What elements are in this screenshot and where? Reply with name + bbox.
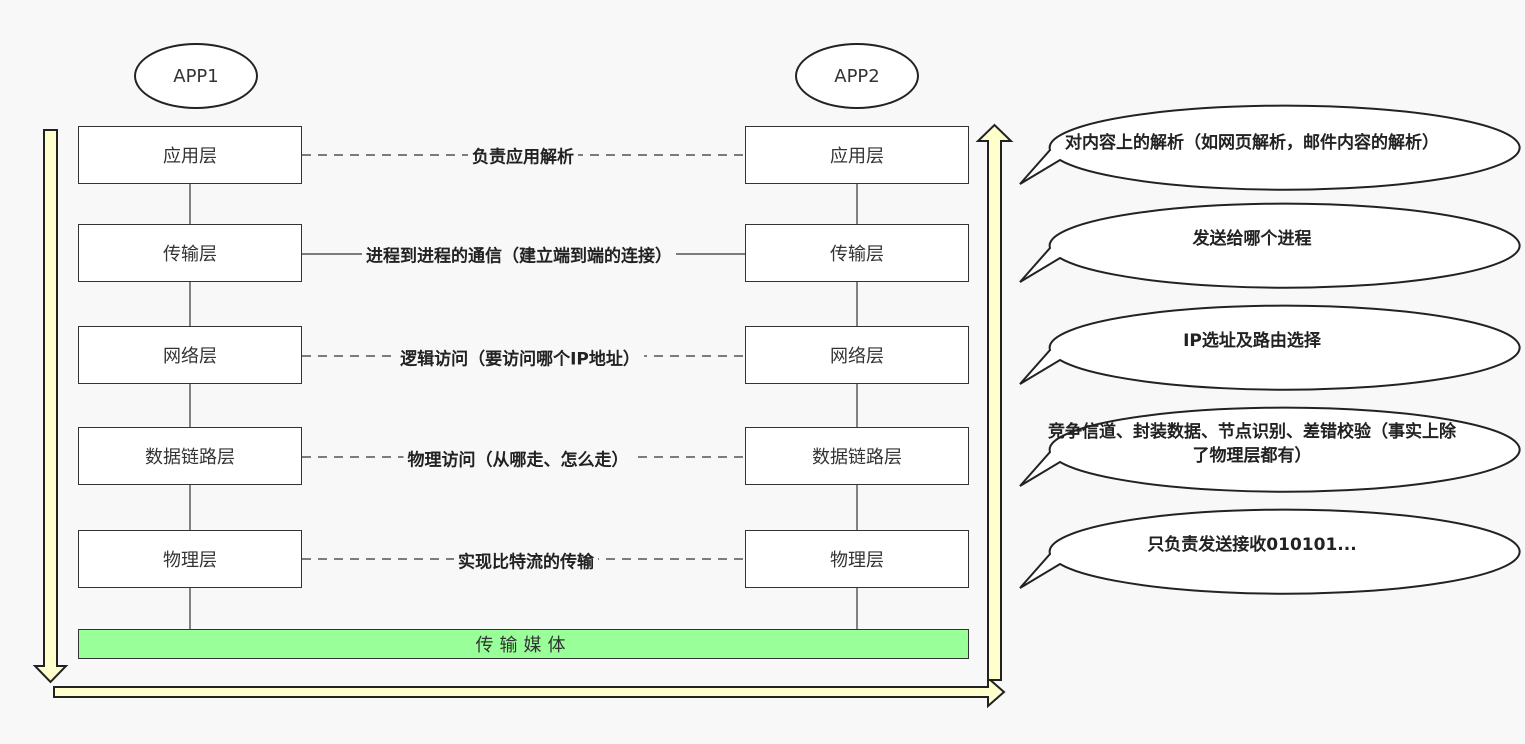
layer-label: 传输层 (830, 244, 884, 265)
layer-label: 网络层 (163, 346, 217, 367)
right-layer-transport: 传输层 (745, 224, 969, 282)
callout-text-physical: 只负责发送接收010101... (1147, 535, 1357, 555)
link-label-physical: 实现比特流的传输 (454, 547, 598, 573)
bottom-right-arrow (53, 675, 1006, 709)
app1-label: APP1 (173, 65, 219, 87)
left-down-arrow (32, 129, 69, 684)
left-layer-transport: 传输层 (78, 224, 302, 282)
left-layer-application: 应用层 (78, 126, 302, 184)
link-label-transport: 进程到进程的通信（建立端到端的连接） (362, 241, 676, 267)
callout-text-network: IP选址及路由选择 (1183, 331, 1321, 351)
right-layer-datalink: 数据链路层 (745, 427, 969, 485)
layer-label: 应用层 (830, 146, 884, 167)
callout-text-datalink: 竞争信道、封装数据、节点识别、差错校验（事实上除了物理层都有） (1048, 422, 1456, 466)
right-up-arrow (975, 123, 1014, 681)
left-layer-network: 网络层 (78, 326, 302, 384)
callout-bubble-4 (1019, 406, 1521, 493)
layer-label: 数据链路层 (145, 447, 235, 468)
link-label-datalink: 物理访问（从哪走、怎么走） (403, 445, 633, 471)
transmission-medium-bar: 传输媒体 (78, 629, 969, 659)
layer-label: 物理层 (830, 550, 884, 571)
layer-label: 应用层 (163, 146, 217, 167)
link-label-network: 逻辑访问（要访问哪个IP地址） (396, 344, 644, 370)
layer-label: 数据链路层 (812, 447, 902, 468)
callout-bubble-2 (1019, 202, 1521, 289)
app2-label: APP2 (834, 65, 880, 87)
left-layer-datalink: 数据链路层 (78, 427, 302, 485)
app2-node: APP2 (795, 43, 919, 109)
left-layer-physical: 物理层 (78, 530, 302, 588)
right-layer-application: 应用层 (745, 126, 969, 184)
right-layer-physical: 物理层 (745, 530, 969, 588)
right-layer-network: 网络层 (745, 326, 969, 384)
app1-node: APP1 (134, 43, 258, 109)
layer-label: 传输层 (163, 244, 217, 265)
callout-bubble-1 (1019, 104, 1521, 191)
layer-label: 物理层 (163, 550, 217, 571)
medium-label: 传输媒体 (475, 635, 572, 656)
callout-text-application: 对内容上的解析（如网页解析，邮件内容的解析） (1065, 133, 1439, 153)
callout-bubble-5 (1019, 508, 1521, 595)
callout-text-transport: 发送给哪个进程 (1192, 229, 1312, 249)
link-label-application: 负责应用解析 (468, 142, 578, 168)
layer-label: 网络层 (830, 346, 884, 367)
callout-bubble-3 (1019, 304, 1521, 391)
